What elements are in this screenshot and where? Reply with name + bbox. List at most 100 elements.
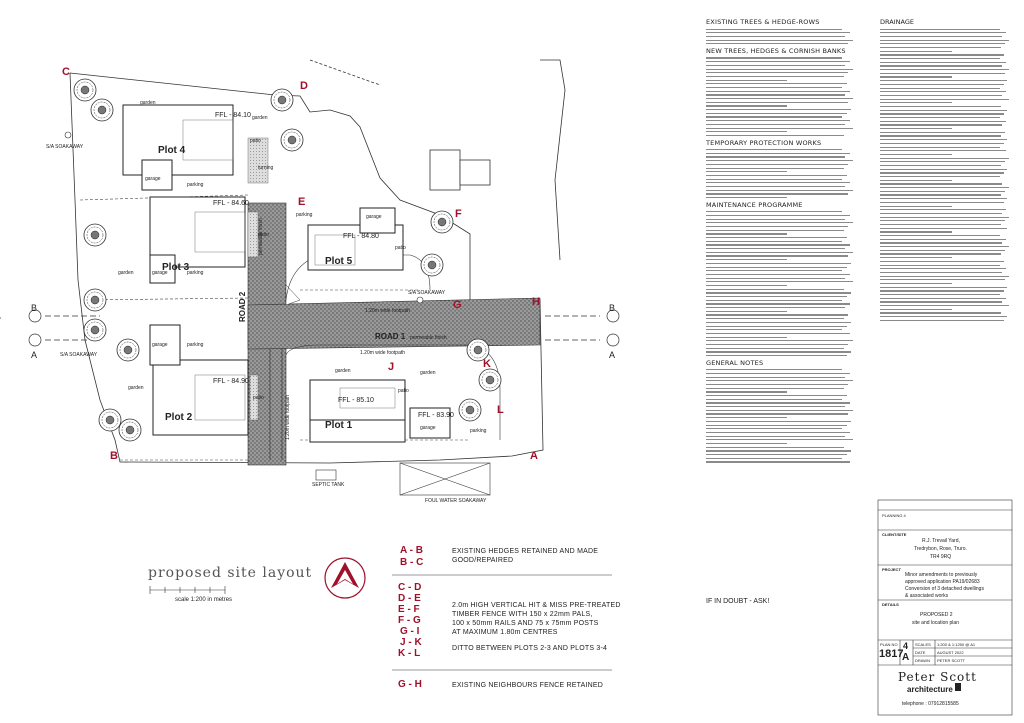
notes-text-line — [880, 94, 1003, 97]
notes-text-line — [706, 383, 849, 386]
notes-text-line — [706, 156, 846, 158]
point-L: L — [497, 404, 504, 416]
notes-text-line — [706, 193, 849, 195]
notes-text-line — [880, 80, 1008, 82]
north-arrow — [324, 557, 366, 599]
notes-text-line — [706, 222, 853, 224]
notes-text-line — [880, 102, 952, 104]
notes-text-line — [706, 355, 847, 357]
notes-heading: GENERAL NOTES — [706, 358, 764, 367]
notes-text-line — [706, 86, 843, 89]
plot-5-label: Plot 5 — [325, 256, 353, 267]
point-E: E — [298, 196, 306, 208]
notes-text-line — [706, 428, 843, 430]
notes-text-line — [706, 395, 847, 397]
notes-text-line — [880, 286, 1008, 288]
notes-text-line — [706, 116, 843, 118]
garden-label: garden — [252, 115, 268, 121]
notes-text-line — [880, 305, 1009, 307]
notes-text-line — [880, 253, 1001, 255]
notes-text-line — [706, 409, 853, 411]
notes-text-line — [880, 32, 1007, 34]
notes-text-line — [706, 303, 850, 305]
point-H: H — [532, 296, 540, 308]
layout-title: proposed site layout — [148, 565, 313, 581]
notes-text-line — [706, 296, 847, 298]
notes-text-line — [880, 65, 1003, 67]
firm-telephone: telephone : 07912815585 — [902, 701, 959, 707]
notes-text-line — [706, 446, 844, 448]
neighbour-buildings — [309, 59, 566, 261]
notes-text-line — [706, 413, 849, 415]
notes-text-line — [706, 457, 843, 459]
notes-text-line — [706, 35, 846, 38]
notes-text-line — [706, 28, 843, 30]
septic-tank-label: SEPTIC TANK — [312, 482, 345, 488]
patios — [247, 137, 269, 421]
notes-text-line — [880, 128, 952, 130]
footpath-label-2: 1.20m wide footpath — [360, 350, 406, 356]
soakaway-label: S/A SOAKAWAY — [46, 144, 84, 150]
notes-text-line — [880, 316, 1008, 318]
notes-text-line — [706, 90, 850, 92]
notes-text-line — [880, 238, 1007, 240]
notes-text-line — [880, 39, 1009, 41]
notes-text-line — [706, 75, 844, 78]
notes-text-line — [706, 240, 843, 242]
key-pair: K - L — [398, 648, 421, 659]
key-pair: J - K — [400, 637, 422, 648]
garden-label: garden — [420, 370, 436, 376]
notes-text-line — [880, 183, 1003, 185]
footpath-label-1: 1.20m wide footpath — [365, 308, 411, 314]
notes-text-line — [880, 190, 1005, 192]
notes-text-line — [880, 87, 1000, 89]
title-site-line: Tredrybon, Rose, Truro. — [914, 546, 967, 552]
point-A: A — [530, 450, 538, 462]
notes-text-line — [880, 172, 1004, 174]
notes-text-line — [880, 201, 1004, 203]
notes-text-line — [880, 161, 1005, 163]
notes-text-line — [880, 35, 1003, 38]
patio-label: patio — [398, 388, 409, 394]
notes-text-line — [880, 257, 952, 259]
notes-text-line — [706, 225, 849, 228]
notes-heading: TEMPORARY PROTECTION WORKS — [706, 138, 822, 147]
garden-label: garden — [335, 368, 351, 374]
title-project-line: Conversion of 3 detached dwellings — [905, 586, 984, 592]
notes-body — [706, 149, 854, 199]
notes-text-line — [880, 264, 1000, 266]
notes-text-line — [706, 398, 843, 400]
title-drawn-value: PETER SCOTT — [937, 658, 966, 663]
notes-text-line — [706, 83, 847, 85]
notes-text-line — [706, 270, 843, 272]
notes-text-line — [880, 28, 1000, 30]
key-text: 100 x 50mm RAILS AND 75 x 75mm POSTS — [452, 620, 599, 627]
notes-text-line — [706, 149, 843, 151]
notes-text-line — [706, 57, 843, 59]
notes-text-line — [706, 259, 788, 261]
key-pair: F - G — [398, 615, 421, 626]
notes-text-line — [880, 249, 1005, 251]
notes-text-line — [706, 314, 849, 316]
notes-text-line — [706, 244, 850, 246]
title-client-label: CLIENT/SITE — [882, 532, 907, 537]
notes-text-line — [706, 182, 850, 184]
notes-text-line — [880, 268, 1007, 270]
notes-body — [706, 369, 854, 463]
notes-text-line — [880, 260, 1004, 262]
notes-text-line — [880, 187, 1009, 189]
garage-label: garage — [152, 270, 168, 276]
garage-label: garage — [145, 176, 161, 182]
notes-text-line — [880, 105, 1001, 108]
notes-text-line — [880, 216, 1009, 218]
notes-text-line — [706, 299, 843, 301]
garden-label: garden — [118, 270, 134, 276]
point-D: D — [300, 80, 308, 92]
notes-text-line — [880, 113, 1004, 115]
title-project-line: approved application PA19/02683 — [905, 579, 980, 585]
parking-label: parking — [187, 342, 204, 348]
firm-subtitle: architecture — [907, 685, 953, 694]
layout-scale: scale 1:200 in metres — [175, 597, 233, 603]
notes-text-line — [880, 117, 1000, 119]
